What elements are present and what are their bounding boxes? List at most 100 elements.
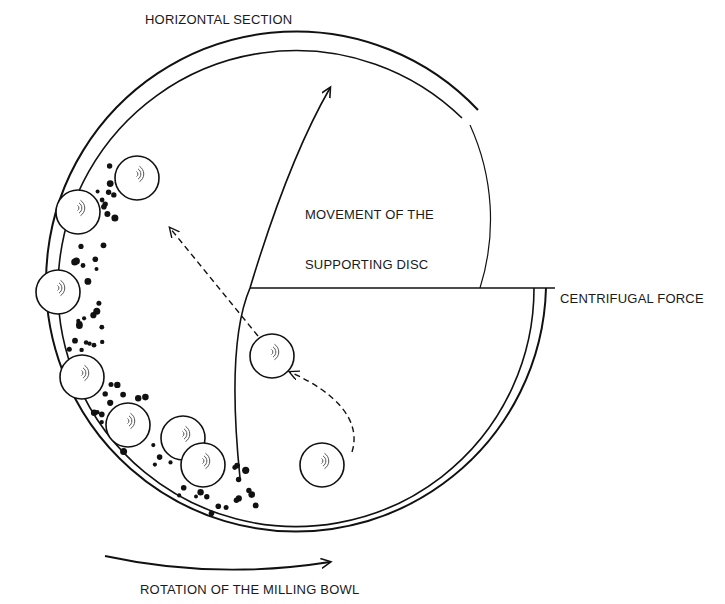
- grinding-ball: [106, 403, 150, 447]
- powder-particle: [95, 410, 100, 415]
- powder-particle: [142, 394, 149, 401]
- powder-particle: [157, 454, 163, 460]
- section-title: HORIZONTAL SECTION: [145, 12, 292, 28]
- powder-particle: [99, 325, 104, 330]
- ball-shine: [128, 418, 129, 423]
- grinding-ball: [300, 443, 344, 487]
- ball-shine: [272, 349, 273, 354]
- powder-particle: [246, 488, 251, 493]
- ball-shine: [85, 365, 89, 380]
- disc-movement-arrow: [235, 88, 330, 478]
- ball-shine: [204, 456, 207, 466]
- bowl-inner-edge: [470, 125, 491, 288]
- powder-particle: [93, 257, 99, 263]
- powder-particle: [67, 347, 72, 352]
- powder-particle: [181, 485, 187, 491]
- powder-particle: [109, 382, 114, 387]
- powder-particle: [103, 391, 108, 396]
- powder-particle: [76, 319, 80, 323]
- powder-particle: [209, 510, 215, 516]
- powder-particle: [95, 267, 99, 271]
- powder-particle: [111, 192, 116, 197]
- ball-shine: [83, 368, 86, 378]
- powder-particle: [242, 467, 249, 474]
- ball-shine: [81, 200, 85, 215]
- powder-particle: [197, 489, 203, 495]
- ball-shine: [131, 413, 135, 428]
- powder-particle: [114, 382, 120, 388]
- powder-particle: [253, 503, 259, 509]
- powder-particle: [96, 190, 100, 194]
- powder-particle: [99, 412, 105, 418]
- ball-shine: [78, 205, 79, 210]
- powder-particle: [151, 443, 155, 447]
- bowl-rotation-label: ROTATION OF THE MILLING BOWL: [140, 582, 359, 598]
- powder-particle: [111, 215, 118, 222]
- ball-shine: [273, 347, 276, 357]
- bowl-outer-wall: [46, 31, 546, 531]
- ball-shine: [186, 426, 190, 441]
- ball-shine: [183, 431, 184, 436]
- powder-particle: [177, 493, 181, 497]
- powder-particle: [168, 460, 172, 464]
- grinding-ball: [115, 156, 159, 200]
- powder-particle: [87, 341, 91, 345]
- ball-shine: [59, 283, 62, 293]
- grinding-ball: [36, 270, 80, 314]
- grinding-ball: [56, 190, 100, 234]
- ball-shine: [325, 453, 329, 468]
- powder-particle: [100, 340, 104, 344]
- bowl-rotation-arrow: [105, 556, 330, 570]
- powder-particle: [107, 180, 114, 187]
- powder-particle: [101, 204, 107, 210]
- grinding-ball: [60, 355, 104, 399]
- powder-particle: [135, 395, 141, 401]
- powder-particle: [234, 498, 239, 503]
- ball-shine: [184, 429, 187, 439]
- powder-particle: [82, 316, 86, 320]
- powder-particle: [104, 211, 110, 217]
- ball-shine: [79, 203, 82, 213]
- powder-particle: [120, 392, 126, 398]
- powder-particle: [76, 323, 83, 330]
- powder-particle: [100, 198, 105, 203]
- ball-shine: [203, 458, 204, 463]
- powder-particle: [79, 348, 83, 352]
- ball-path-arrow: [290, 372, 354, 452]
- ball-shine: [322, 458, 323, 463]
- ball-shine: [206, 453, 210, 468]
- powder-particle: [107, 163, 112, 168]
- force-line: [250, 287, 555, 289]
- powder-particle: [153, 463, 157, 467]
- powder-particle: [106, 190, 111, 195]
- powder-particle: [107, 400, 113, 406]
- powder-particle: [216, 503, 222, 509]
- powder-particle: [224, 505, 229, 510]
- ball-shine: [58, 285, 59, 290]
- powder-particle: [194, 495, 198, 499]
- grinding-balls: [36, 156, 344, 487]
- powder-particle: [120, 448, 127, 455]
- powder-particle: [204, 494, 209, 499]
- disc-movement-label: MOVEMENT OF THE SUPPORTING DISC: [305, 190, 465, 290]
- ball-shine: [82, 370, 83, 375]
- ball-shine: [129, 416, 132, 426]
- powder-particle: [85, 278, 92, 285]
- powder-particle: [73, 258, 80, 265]
- ball-throw-arrow: [170, 228, 258, 336]
- powder-particle: [72, 338, 78, 344]
- powder-particle: [78, 244, 83, 249]
- ball-shine: [275, 344, 279, 359]
- grinding-ball: [250, 334, 294, 378]
- grinding-ball: [181, 443, 225, 487]
- centrifugal-force-label: CENTRIFUGAL FORCE: [560, 291, 704, 307]
- ball-shine: [323, 456, 326, 466]
- powder-particle: [92, 343, 97, 348]
- ball-shine: [138, 169, 141, 179]
- ball-shine: [137, 171, 138, 176]
- powder-particle: [101, 242, 107, 248]
- ball-shine: [140, 166, 144, 181]
- powder-particle: [100, 420, 104, 424]
- powder-particle: [96, 301, 101, 306]
- powder-particle: [81, 263, 86, 268]
